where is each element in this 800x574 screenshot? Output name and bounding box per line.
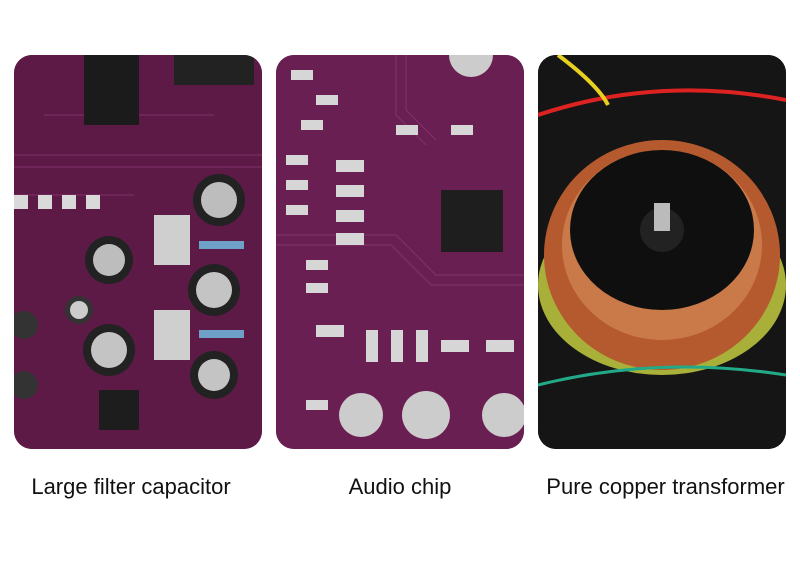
- caption-copper-transformer: Pure copper transformer: [546, 474, 785, 499]
- audio-chip-photo: [276, 55, 524, 449]
- copper-transformer-photo: [538, 55, 786, 449]
- filter-capacitor-photo: [14, 55, 262, 449]
- caption-audio-chip: Audio chip: [348, 474, 452, 499]
- caption-filter-capacitor: Large filter capacitor: [31, 474, 231, 499]
